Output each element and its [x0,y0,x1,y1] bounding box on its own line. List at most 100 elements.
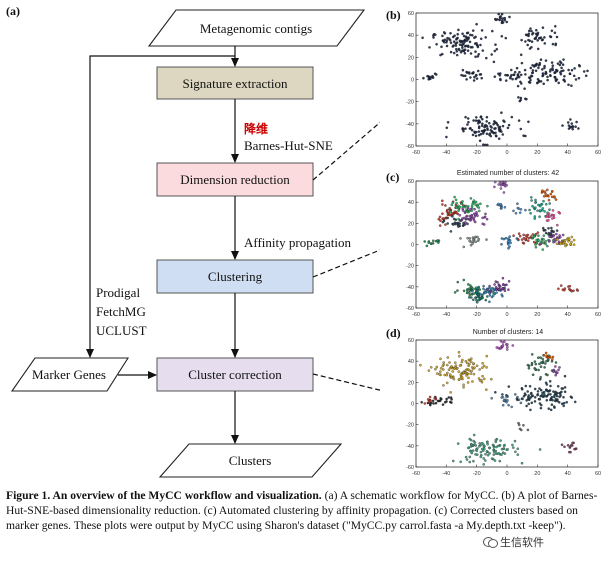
data-point [505,394,508,397]
data-point [475,42,478,45]
data-point [483,125,486,129]
data-point [469,449,472,453]
data-point [464,127,467,130]
y-tick-label: 20 [408,221,414,227]
data-point [456,280,460,284]
data-point [526,239,530,242]
data-point [455,47,458,51]
data-point [570,68,574,72]
data-point [542,238,545,241]
data-point [483,215,487,219]
data-point [445,363,449,367]
data-point [478,209,481,213]
data-point [537,66,540,70]
data-point [466,36,469,40]
y-tick-label: -20 [406,423,414,429]
data-point [477,293,481,297]
data-point [464,371,467,375]
data-point [516,237,520,241]
data-point [457,209,460,212]
data-point [471,380,474,383]
data-point [541,357,544,361]
data-point [568,287,571,291]
data-point [443,373,446,377]
data-point [471,242,474,245]
data-point [562,401,566,405]
data-point [538,362,541,366]
data-point [445,400,448,403]
data-point [537,80,541,83]
data-point [470,214,473,218]
data-point [492,122,495,126]
data-point [537,64,541,67]
data-point [493,49,497,53]
data-point [519,73,523,77]
data-point [554,25,557,28]
data-point [524,238,528,241]
data-point [490,377,493,381]
data-point [490,397,493,400]
data-point [548,239,551,242]
data-point [447,37,451,40]
data-point [461,209,465,212]
x-tick-label: -40 [442,150,450,156]
data-point [475,116,478,119]
data-point [470,204,474,208]
data-point [520,238,524,241]
data-point [447,368,451,372]
data-cluster [554,235,576,248]
data-point [500,206,503,210]
data-point [556,62,560,65]
data-point [526,43,529,47]
data-point [449,373,452,376]
data-point [548,380,552,383]
data-point [536,39,539,42]
data-point [573,67,576,70]
y-tick-label: 60 [408,179,414,185]
data-cluster [419,351,493,394]
data-point [574,78,578,81]
data-point [427,369,431,372]
data-point [509,76,512,80]
data-point [502,444,506,448]
data-point [472,298,475,302]
data-point [553,405,556,408]
data-point [501,133,505,136]
data-point [530,40,534,43]
data-point [485,132,489,136]
data-point [458,354,461,358]
data-point [457,378,461,381]
data-point [476,69,480,73]
data-point [445,397,448,401]
data-point [470,128,474,132]
data-point [422,76,425,80]
data-point [544,72,547,76]
data-point [562,396,565,399]
x-tick-label: 20 [534,471,540,477]
data-point [550,213,554,217]
data-point [480,296,484,299]
data-point [454,361,457,364]
data-cluster [494,12,511,25]
data-point [485,56,488,60]
data-point [497,12,500,16]
data-point [459,460,462,464]
data-point [480,447,484,451]
data-point [501,396,505,399]
data-point [456,366,459,370]
data-point [538,37,541,40]
data-point [498,459,502,463]
data-point [546,75,549,79]
data-point [517,423,521,427]
data-point [475,211,478,214]
data-cluster [560,441,578,454]
data-point [442,31,446,34]
data-point [461,217,464,220]
data-point [495,122,498,125]
data-point [549,231,553,235]
data-point [525,404,528,408]
data-point [524,234,528,237]
data-point [441,39,445,42]
data-point [526,33,529,37]
